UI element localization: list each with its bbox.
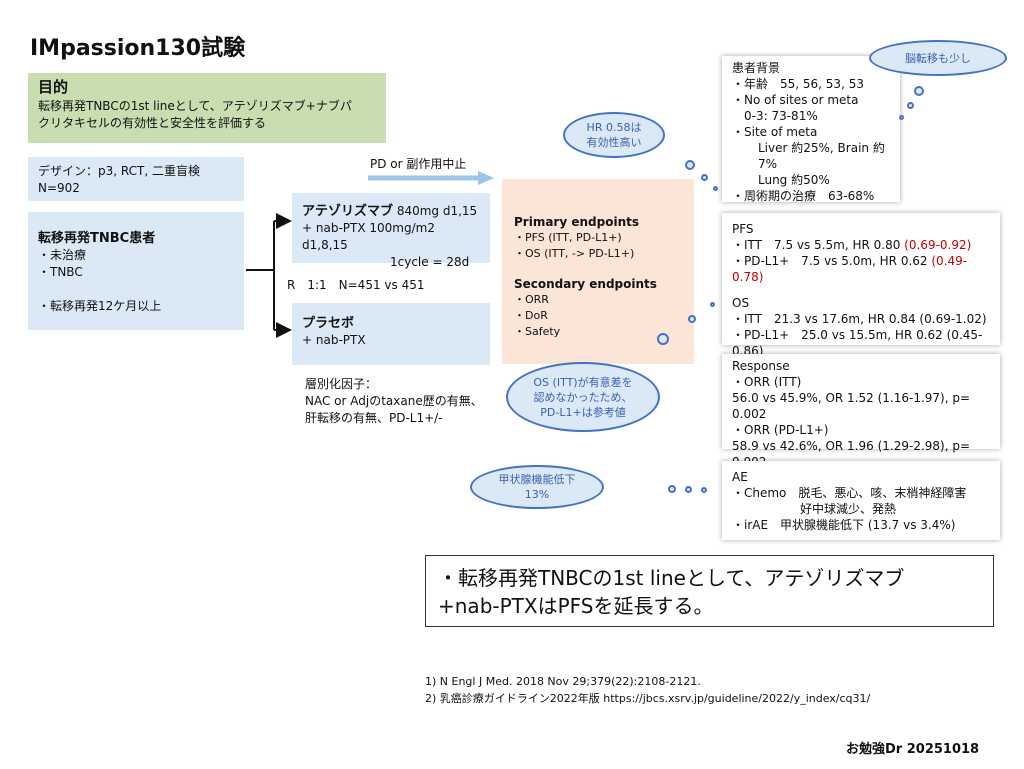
- brain-cloud-text: 脳転移も少し: [905, 51, 971, 65]
- placebo-line-2: + nab-PTX: [302, 333, 366, 347]
- os-cloud: OS (ITT)が有意差を 認めなかったため、 PD-L1+は参考値: [506, 362, 660, 432]
- pfs-itt: ・ITT 7.5 vs 5.5m, HR 0.80: [732, 238, 905, 252]
- design-line-1: デザイン：p3, RCT, 二重盲検: [38, 164, 200, 178]
- ae-chemo: ・Chemo 脱毛、悪心、咳、末梢神経障害: [732, 486, 967, 500]
- atezo-line-3: 1cycle = 28d: [390, 255, 470, 269]
- bg-meta-1: Liver 約25%, Brain 約7%: [758, 141, 885, 171]
- summary-line-2: +nab-PTXはPFSを延長する。: [438, 594, 714, 618]
- pfs-heading: PFS: [732, 222, 754, 236]
- design-box: デザイン：p3, RCT, 二重盲検 N=902: [28, 157, 244, 201]
- hr-cloud: HR 0.58は 有効性高い: [563, 112, 665, 158]
- purpose-line-1: 転移再発TNBCの1st lineとして、アテゾリズマブ+ナブパ: [38, 99, 352, 113]
- cloud-dot: [713, 186, 718, 191]
- cloud-dot: [701, 487, 707, 493]
- page-title: IMpassion130試験: [30, 36, 246, 61]
- references: 1) N Engl J Med. 2018 Nov 29;379(22):210…: [425, 673, 870, 707]
- thyroid-cloud-line-2: 13%: [524, 488, 550, 501]
- design-line-2: N=902: [38, 181, 80, 195]
- resp-orr-itt: ・ORR (ITT): [732, 375, 802, 389]
- reference-item: 1) N Engl J Med. 2018 Nov 29;379(22):210…: [425, 675, 701, 688]
- pd-arrow-head: [478, 171, 494, 185]
- ae-irae: ・irAE 甲状腺機能低下 (13.7 vs 3.4%): [732, 518, 956, 532]
- patients-item-3: ・転移再発12ケ月以上: [38, 299, 162, 313]
- bg-heading: 患者背景: [732, 61, 781, 75]
- purpose-heading: 目的: [38, 78, 69, 96]
- placebo-name: プラセボ: [302, 316, 355, 331]
- cloud-dot: [899, 115, 904, 120]
- pd-arrow-label: PD or 副作用中止: [370, 157, 467, 171]
- bg-peri: ・周術期の治療 63-68%: [732, 189, 875, 203]
- ae-card: AE ・Chemo 脱毛、悪心、咳、末梢神経障害 好中球減少、発熱 ・irAE …: [722, 461, 1000, 540]
- cloud-dot: [701, 174, 708, 181]
- cloud-dot: [685, 160, 695, 170]
- secondary-heading: Secondary endpoints: [514, 277, 657, 291]
- summary-line-1: ・転移再発TNBCの1st lineとして、アテゾリズマブ: [438, 566, 905, 590]
- cloud-dot: [907, 102, 914, 109]
- cloud-dot: [688, 315, 696, 323]
- hr-cloud-line-2: 有効性高い: [586, 136, 642, 149]
- reference-item: 2) 乳癌診療ガイドライン2022年版 https://jbcs.xsrv.jp…: [425, 692, 871, 705]
- response-card: Response ・ORR (ITT) 56.0 vs 45.9%, OR 1.…: [722, 354, 1000, 469]
- randomization-label: R 1:1 N=451 vs 451: [287, 278, 425, 292]
- pfs-os-card: PFS ・ITT 7.5 vs 5.5m, HR 0.80 (0.69-0.92…: [722, 213, 1000, 358]
- primary-heading: Primary endpoints: [514, 215, 639, 229]
- resp-orr-itt-val: 56.0 vs 45.9%, OR 1.52 (1.16-1.97), p= 0…: [732, 391, 971, 421]
- pfs-itt-ci: (0.69-0.92): [904, 238, 972, 252]
- patients-item-2: ・TNBC: [38, 265, 83, 279]
- os-cloud-line-3: PD-L1+は参考値: [540, 405, 626, 419]
- patients-heading: 転移再発TNBC患者: [38, 231, 156, 246]
- os-cloud-line-1: OS (ITT)が有意差を: [533, 375, 633, 389]
- purpose-box: 目的 転移再発TNBCの1st lineとして、アテゾリズマブ+ナブパ クリタキ…: [28, 73, 386, 143]
- cloud-dot: [710, 302, 715, 307]
- thyroid-cloud-line-1: 甲状腺機能低下: [498, 473, 576, 486]
- secondary-item: ・Safety: [514, 325, 561, 338]
- hr-cloud-line-1: HR 0.58は: [586, 121, 642, 134]
- author-signature: お勉強Dr 20251018: [846, 742, 980, 757]
- os-heading: OS: [732, 296, 750, 310]
- patients-item-1: ・未治療: [38, 248, 87, 262]
- secondary-item: ・ORR: [514, 293, 549, 306]
- pfs-pdl1-ci: (0.49-0.78): [732, 254, 968, 284]
- bg-meta: ・Site of meta: [732, 125, 818, 139]
- os-cloud-line-2: 認めなかったため、: [533, 390, 633, 404]
- background-card: 患者背景 ・年齢 55, 56, 53, 53 ・No of sites or …: [722, 56, 900, 203]
- strat-line-2: NAC or Adjのtaxane歴の有無、: [305, 394, 483, 408]
- strat-line-1: 層別化因子：: [305, 377, 378, 391]
- purpose-line-2: クリタキセルの有効性と安全性を評価する: [38, 116, 267, 130]
- resp-heading: Response: [732, 359, 790, 373]
- atezo-line-2: + nab-PTX 100mg/m2 d1,8,15: [302, 221, 435, 252]
- primary-item: ・OS (ITT, -> PD-L1+): [514, 247, 635, 260]
- thyroid-cloud: 甲状腺機能低下 13%: [470, 465, 604, 509]
- atezo-name: アテゾリズマブ: [302, 204, 394, 219]
- bg-meta-2: Lung 約50%: [758, 173, 830, 187]
- atezo-dose: 840mg d1,15: [393, 204, 478, 218]
- pfs-pdl1: ・PD-L1+ 7.5 vs 5.0m, HR 0.62: [732, 254, 932, 268]
- placebo-arm-box: プラセボ + nab-PTX: [292, 303, 490, 365]
- cloud-dot: [914, 86, 924, 96]
- patients-box: 転移再発TNBC患者 ・未治療 ・TNBC ・転移再発12ケ月以上: [28, 212, 244, 330]
- ae-heading: AE: [732, 470, 748, 484]
- cloud-dot: [685, 486, 692, 493]
- bg-sites-val: 0-3: 73-81%: [744, 109, 818, 123]
- resp-orr-pd: ・ORR (PD-L1+): [732, 423, 829, 437]
- primary-item: ・PFS (ITT, PD-L1+): [514, 231, 622, 244]
- os-itt: ・ITT 21.3 vs 17.6m, HR 0.84 (0.69-1.02): [732, 312, 987, 326]
- cloud-dot: [657, 333, 669, 345]
- brain-cloud: 脳転移も少し: [869, 40, 1007, 76]
- cloud-dot: [668, 485, 676, 493]
- stratification-text: 層別化因子： NAC or Adjのtaxane歴の有無、 肝転移の有無、PD-…: [305, 376, 483, 427]
- atezo-arm-box: アテゾリズマブ 840mg d1,15 + nab-PTX 100mg/m2 d…: [292, 193, 490, 269]
- summary-box: ・転移再発TNBCの1st lineとして、アテゾリズマブ +nab-PTXはP…: [425, 555, 994, 627]
- bg-sites: ・No of sites or meta: [732, 93, 859, 107]
- secondary-item: ・DoR: [514, 309, 548, 322]
- bg-age: ・年齢 55, 56, 53, 53: [732, 77, 864, 91]
- ae-chemo-2: 好中球減少、発熱: [800, 502, 897, 516]
- strat-line-3: 肝転移の有無、PD-L1+/-: [305, 411, 443, 425]
